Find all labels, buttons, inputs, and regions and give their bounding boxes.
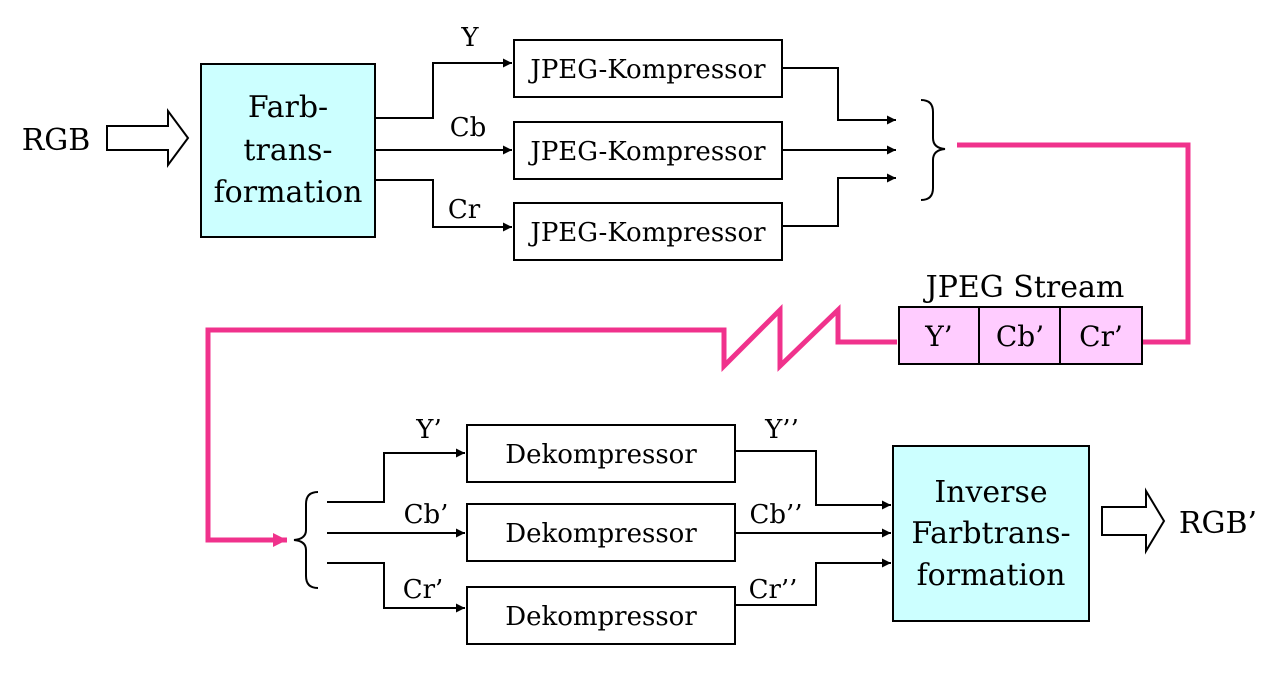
dec-out-cr-label: Cr’’	[749, 575, 798, 605]
stream-cell-cr	[1059, 306, 1143, 365]
decompressor-y-label: Dekompressor	[505, 440, 697, 470]
output-rgb-label: RGB’	[1179, 506, 1257, 541]
farb-block-line3: formation	[214, 175, 363, 210]
inverse-block-line2: Farbtrans-	[911, 516, 1070, 551]
compressor-cb-label: JPEG-Kompressor	[527, 137, 766, 167]
compressor-y-box	[513, 39, 783, 98]
dec-in-y-label: Y’	[415, 415, 441, 445]
compressor-cb-box	[513, 121, 783, 180]
dec-cr-output-arrow	[735, 558, 891, 606]
dec-cr-input-arrow	[327, 562, 465, 613]
split-brace	[293, 491, 319, 589]
compressor-y-label: JPEG-Kompressor	[527, 55, 766, 85]
y-channel-arrow	[375, 58, 512, 119]
channel-cr-label: Cr	[448, 195, 481, 225]
stream-cell-cr-label: Cr’	[1079, 320, 1123, 353]
inverse-farbtransformation-block	[892, 445, 1090, 622]
compressor-y-output-arrow	[782, 67, 896, 125]
compressor-cr-label: JPEG-Kompressor	[527, 218, 766, 248]
farb-block-line1: Farb-	[248, 90, 328, 125]
dec-out-y-label: Y’’	[764, 415, 799, 445]
inverse-block-line1: Inverse	[934, 475, 1047, 510]
decompressor-cb-box	[466, 503, 736, 562]
jpeg-stream-title: JPEG Stream	[923, 270, 1125, 305]
dec-in-cr-label: Cr’	[403, 575, 444, 605]
input-arrow	[106, 107, 190, 169]
farb-block-line2: trans-	[243, 133, 332, 168]
input-rgb-label: RGB	[22, 123, 91, 158]
combine-brace	[920, 99, 946, 201]
decompressor-cr-box	[466, 586, 736, 645]
output-arrow	[1101, 487, 1166, 555]
dec-y-output-arrow	[735, 450, 891, 510]
cr-channel-arrow	[375, 179, 512, 232]
stream-input-line	[957, 142, 1191, 345]
decompressor-cb-label: Dekompressor	[505, 519, 697, 549]
stream-cell-cb	[978, 306, 1061, 365]
decompressor-y-box	[466, 424, 736, 483]
dec-in-cb-label: Cb’	[404, 500, 449, 530]
inverse-block-line3: formation	[917, 558, 1066, 593]
stream-cell-y-label: Y’	[924, 320, 952, 353]
dec-y-input-arrow	[327, 448, 465, 503]
channel-cb-label: Cb	[450, 113, 487, 143]
farbtransformation-block	[200, 63, 376, 238]
decompressor-cr-label: Dekompressor	[505, 602, 697, 632]
compressor-cr-output-arrow	[782, 173, 896, 227]
transmission-channel-line	[205, 303, 897, 547]
channel-y-label: Y	[460, 23, 479, 53]
dec-out-cb-label: Cb’’	[749, 500, 802, 530]
compressor-cr-box	[513, 202, 783, 261]
stream-cell-cb-label: Cb’	[996, 320, 1044, 353]
